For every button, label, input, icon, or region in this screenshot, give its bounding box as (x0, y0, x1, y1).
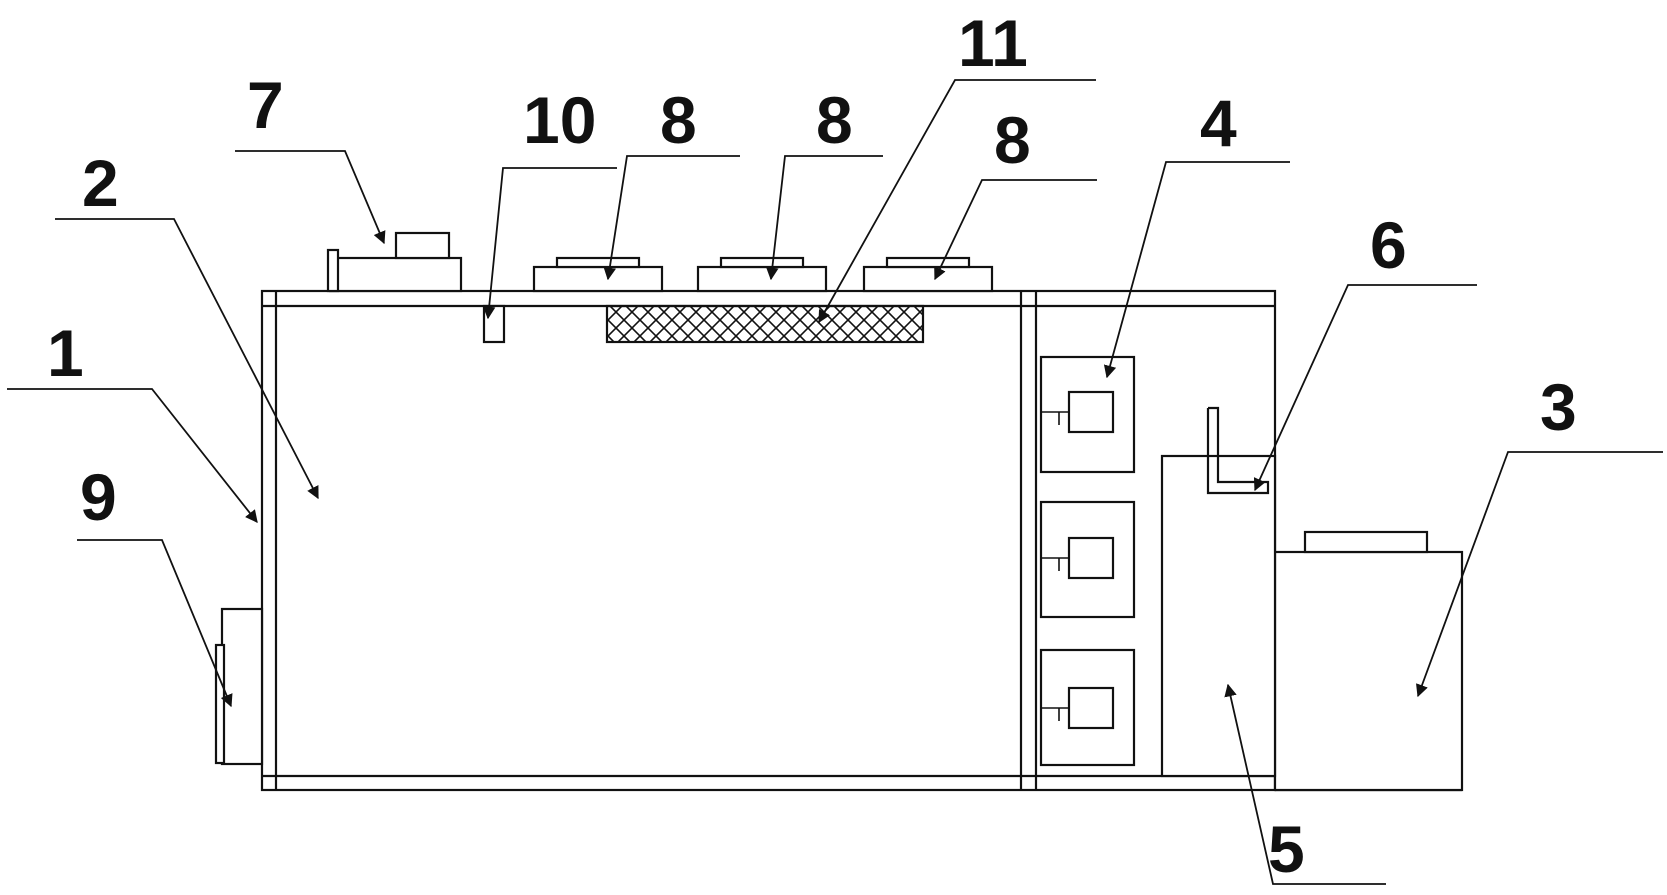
part-4-module-1 (1039, 355, 1136, 474)
part-11-hatched-strip (605, 304, 925, 344)
part-7-component (326, 231, 463, 293)
label-8-third: 8 (994, 103, 1031, 177)
part-5-column (1160, 454, 1277, 778)
label-7: 7 (247, 68, 284, 142)
part-4-module-3 (1039, 648, 1136, 767)
label-11: 11 (958, 6, 1028, 80)
leader-lines (7, 79, 1663, 885)
part-8-unit-1 (532, 256, 664, 293)
part-10-sensor (482, 304, 506, 344)
part-3-box (1273, 530, 1464, 792)
label-8-second: 8 (816, 83, 853, 157)
label-4: 4 (1200, 86, 1237, 160)
label-1: 1 (47, 316, 84, 390)
label-10: 10 (523, 83, 596, 157)
part-8-unit-2 (696, 256, 828, 293)
label-6: 6 (1370, 208, 1407, 282)
label-5: 5 (1268, 812, 1305, 886)
callout-labels: 1 2 7 10 8 8 8 11 4 6 3 9 5 (47, 6, 1577, 886)
part-4-module-2 (1039, 500, 1136, 619)
label-3: 3 (1540, 370, 1577, 444)
part-8-unit-3 (862, 256, 994, 293)
label-8-first: 8 (660, 83, 697, 157)
label-9: 9 (80, 460, 117, 534)
label-2: 2 (82, 146, 119, 220)
part-6-bracket (1206, 406, 1270, 495)
